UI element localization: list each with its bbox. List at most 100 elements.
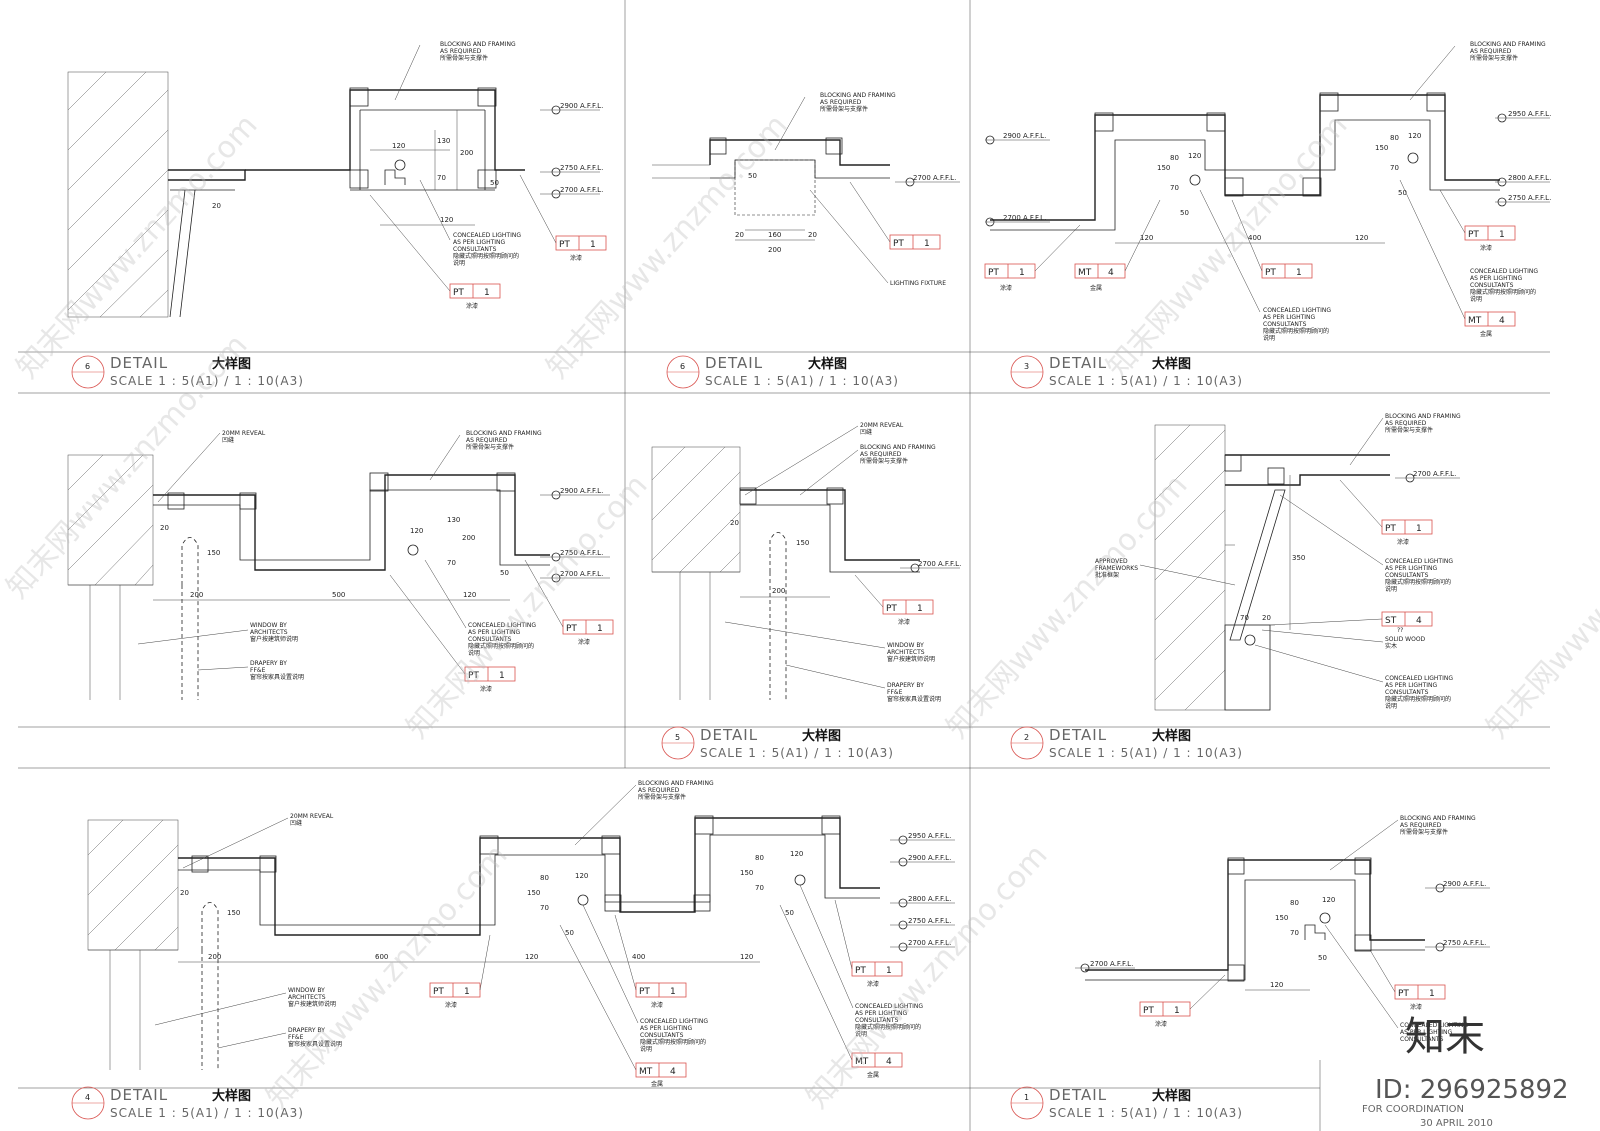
svg-text:120: 120 bbox=[740, 953, 753, 961]
svg-text:CONCEALED LIGHTING: CONCEALED LIGHTING bbox=[1385, 675, 1453, 682]
svg-text:50: 50 bbox=[748, 172, 757, 180]
note-as-per: AS PER LIGHTING bbox=[453, 239, 506, 246]
svg-text:4: 4 bbox=[1416, 616, 1422, 626]
svg-text:130: 130 bbox=[447, 516, 460, 524]
svg-text:20MM REVEAL: 20MM REVEAL bbox=[860, 422, 904, 429]
svg-text:20: 20 bbox=[808, 231, 817, 239]
material-tag-mt4: MT 4 金属 bbox=[1399, 179, 1516, 338]
svg-text:70: 70 bbox=[1240, 614, 1249, 622]
svg-text:PT: PT bbox=[468, 671, 479, 681]
svg-text:AS REQUIRED: AS REQUIRED bbox=[860, 451, 902, 458]
svg-text:CONSULTANTS: CONSULTANTS bbox=[1263, 321, 1307, 328]
svg-text:3: 3 bbox=[1024, 362, 1029, 371]
svg-text:隐藏式照明按照明顾问的: 隐藏式照明按照明顾问的 bbox=[468, 642, 534, 650]
note-concealed: CONCEALED LIGHTING bbox=[453, 232, 521, 239]
level-marker: 2900 A.F.F.L. bbox=[540, 102, 603, 115]
svg-text:BLOCKING AND FRAMING: BLOCKING AND FRAMING bbox=[466, 430, 542, 437]
svg-text:DRAPERY BY: DRAPERY BY bbox=[887, 682, 924, 689]
svg-text:DRAPERY BY: DRAPERY BY bbox=[250, 660, 287, 667]
svg-text:CONSULTANTS: CONSULTANTS bbox=[1470, 282, 1514, 289]
svg-text:4: 4 bbox=[1108, 268, 1114, 278]
dim-200: 200 bbox=[460, 149, 473, 157]
svg-text:隐藏式照明按照明顾问的: 隐藏式照明按照明顾问的 bbox=[1263, 327, 1329, 335]
svg-text:凹缝: 凹缝 bbox=[290, 819, 302, 827]
svg-text:2750 A.F.F.L.: 2750 A.F.F.L. bbox=[1443, 939, 1486, 947]
svg-text:CONSULTANTS: CONSULTANTS bbox=[855, 1017, 899, 1024]
svg-text:2750 A.F.F.L.: 2750 A.F.F.L. bbox=[1508, 194, 1551, 202]
svg-text:AS PER LIGHTING: AS PER LIGHTING bbox=[640, 1025, 693, 1032]
svg-text:1: 1 bbox=[1429, 989, 1435, 999]
svg-text:AS REQUIRED: AS REQUIRED bbox=[1385, 420, 1427, 427]
svg-text:CONCEALED LIGHTING: CONCEALED LIGHTING bbox=[1400, 1022, 1468, 1029]
svg-text:120: 120 bbox=[1188, 152, 1201, 160]
watermark-text: 知末网www.znzmo.com bbox=[260, 838, 515, 1115]
svg-text:1: 1 bbox=[1019, 268, 1025, 278]
material-tag-pt1: PT 1 涂漆 bbox=[519, 174, 607, 262]
svg-text:ARCHITECTS: ARCHITECTS bbox=[250, 629, 288, 636]
level-marker: 2900 A.F.F.L. bbox=[540, 487, 610, 500]
watermark-text: 知末网www.znzmo.com bbox=[1100, 108, 1355, 385]
svg-text:FF&E: FF&E bbox=[887, 689, 903, 696]
svg-text:说明: 说明 bbox=[855, 1030, 867, 1038]
svg-text:50: 50 bbox=[565, 929, 574, 937]
svg-text:80: 80 bbox=[755, 854, 764, 862]
svg-text:ARCHITECTS: ARCHITECTS bbox=[887, 649, 925, 656]
svg-text:20: 20 bbox=[730, 519, 739, 527]
svg-text:MT: MT bbox=[1078, 268, 1092, 278]
brand-area: 知末 ID: 296925892 FOR COORDINATION 30 APR… bbox=[1362, 1014, 1569, 1129]
svg-text:2900 A.F.F.L.: 2900 A.F.F.L. bbox=[1443, 880, 1486, 888]
material-tag-pt1: PT 1 涂漆 bbox=[1369, 949, 1446, 1011]
svg-text:WINDOW BY: WINDOW BY bbox=[250, 622, 287, 629]
svg-text:DETAIL: DETAIL bbox=[700, 726, 758, 744]
title-block: 5 DETAIL 大样图 SCALE 1 : 5(A1) / 1 : 10(A3… bbox=[661, 726, 893, 760]
svg-text:FRAMEWORKS: FRAMEWORKS bbox=[1095, 565, 1138, 572]
svg-text:金属: 金属 bbox=[651, 1080, 663, 1088]
svg-text:50: 50 bbox=[1318, 954, 1327, 962]
dim-130: 130 bbox=[437, 137, 450, 145]
svg-text:PT: PT bbox=[453, 288, 464, 298]
material-tag-pt1: PT 1 涂漆 bbox=[984, 224, 1081, 292]
svg-text:400: 400 bbox=[1248, 234, 1261, 242]
detail-panel-1-bottom: 120 120 150 80 70 50 BLOCKING AND FRAMIN… bbox=[1010, 815, 1490, 1120]
svg-text:120: 120 bbox=[1270, 981, 1283, 989]
svg-text:SCALE 1 : 5(A1) / 1 : 10(A3): SCALE 1 : 5(A1) / 1 : 10(A3) bbox=[1049, 374, 1243, 388]
svg-text:实木: 实木 bbox=[1385, 642, 1397, 650]
svg-text:1: 1 bbox=[924, 239, 930, 249]
svg-text:20: 20 bbox=[160, 524, 169, 532]
svg-text:AS REQUIRED: AS REQUIRED bbox=[466, 437, 508, 444]
svg-text:2950 A.F.F.L.: 2950 A.F.F.L. bbox=[1508, 110, 1551, 118]
svg-text:MT: MT bbox=[639, 1067, 653, 1077]
svg-text:150: 150 bbox=[1275, 914, 1288, 922]
svg-text:所需骨架与支撑件: 所需骨架与支撑件 bbox=[466, 443, 514, 451]
title-block: 2 DETAIL 大样图 SCALE 1 : 5(A1) / 1 : 10(A3… bbox=[1010, 726, 1242, 760]
svg-text:金属: 金属 bbox=[1480, 330, 1492, 338]
svg-text:涂漆: 涂漆 bbox=[1410, 1003, 1422, 1011]
svg-text:ST: ST bbox=[1385, 616, 1397, 626]
svg-text:2900 A.F.F.L.: 2900 A.F.F.L. bbox=[908, 854, 951, 862]
svg-text:隐藏式照明按照明顾问的: 隐藏式照明按照明顾问的 bbox=[640, 1038, 706, 1046]
level-marker: 2700 A.F.F.L. bbox=[540, 186, 603, 199]
svg-text:1: 1 bbox=[670, 987, 676, 997]
title-block: 3 DETAIL 大样图 SCALE 1 : 5(A1) / 1 : 10(A3… bbox=[1010, 354, 1243, 389]
title-block: 6 DETAIL 大样图 SCALE 1 : 5(A1) / 1 : 10(A3… bbox=[71, 354, 303, 389]
svg-text:FF&E: FF&E bbox=[250, 667, 266, 674]
svg-text:80: 80 bbox=[1390, 134, 1399, 142]
svg-text:70: 70 bbox=[540, 904, 549, 912]
note-blocking-cn: 所需骨架与支撑件 bbox=[440, 54, 488, 62]
svg-text:所需骨架与支撑件: 所需骨架与支撑件 bbox=[820, 105, 868, 113]
svg-text:CONSULTANTS: CONSULTANTS bbox=[1385, 689, 1429, 696]
svg-text:SOLID WOOD: SOLID WOOD bbox=[1385, 636, 1426, 643]
svg-text:20MM REVEAL: 20MM REVEAL bbox=[290, 813, 334, 820]
svg-text:1: 1 bbox=[917, 604, 923, 614]
svg-text:DETAIL: DETAIL bbox=[110, 354, 168, 372]
svg-text:70: 70 bbox=[1390, 164, 1399, 172]
level-marker: 2800 A.F.F.L. bbox=[1495, 174, 1551, 187]
svg-text:2750 A.F.F.L.: 2750 A.F.F.L. bbox=[560, 549, 603, 557]
svg-text:AS PER LIGHTING: AS PER LIGHTING bbox=[1385, 565, 1438, 572]
material-tag-pt1: PT 1 涂漆 bbox=[389, 574, 516, 693]
footer-coordination: FOR COORDINATION bbox=[1362, 1104, 1464, 1115]
svg-text:PT: PT bbox=[433, 987, 444, 997]
svg-text:MT: MT bbox=[1468, 316, 1482, 326]
svg-text:PT: PT bbox=[559, 240, 570, 250]
